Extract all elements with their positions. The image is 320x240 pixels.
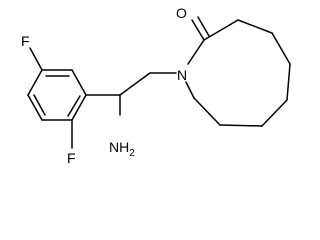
amine-label: NH2 bbox=[109, 139, 135, 159]
azocanone-ring bbox=[185, 16, 291, 127]
bond-to-f-top bbox=[29, 47, 43, 71]
ring-bond-2 bbox=[71, 69, 87, 96]
azocane-bond-6 bbox=[219, 124, 263, 127]
azocane-bond-3 bbox=[271, 32, 291, 65]
benzene-ring bbox=[27, 69, 87, 121]
lactam-bond-n-c bbox=[187, 39, 205, 65]
azocane-bond-5 bbox=[261, 99, 288, 127]
structure-diagram: O N NH2 F F bbox=[21, 5, 291, 166]
fluorine-top-label: F bbox=[21, 33, 30, 49]
azocane-bond-7 bbox=[193, 97, 221, 126]
amine-subscript: 2 bbox=[129, 148, 135, 159]
ring-double-2 bbox=[67, 95, 81, 117]
ring-bond-3 bbox=[71, 94, 87, 121]
fluorine-bottom-label: F bbox=[67, 150, 76, 166]
oxygen-label: O bbox=[176, 5, 187, 21]
ring-double-3 bbox=[33, 94, 46, 116]
azocane-bond-2 bbox=[237, 19, 273, 34]
azocane-bond-8 bbox=[185, 81, 195, 99]
carbonyl-bond bbox=[191, 19, 205, 41]
ring-bond-6 bbox=[27, 69, 43, 96]
nitrogen-label: N bbox=[177, 67, 187, 83]
bond-ch-to-ch2 bbox=[119, 72, 151, 96]
azocane-bond-1 bbox=[203, 19, 239, 41]
carbonyl-bond-double bbox=[197, 16, 210, 37]
azocane-bond-4 bbox=[286, 63, 291, 101]
ring-bond-5 bbox=[27, 94, 43, 121]
